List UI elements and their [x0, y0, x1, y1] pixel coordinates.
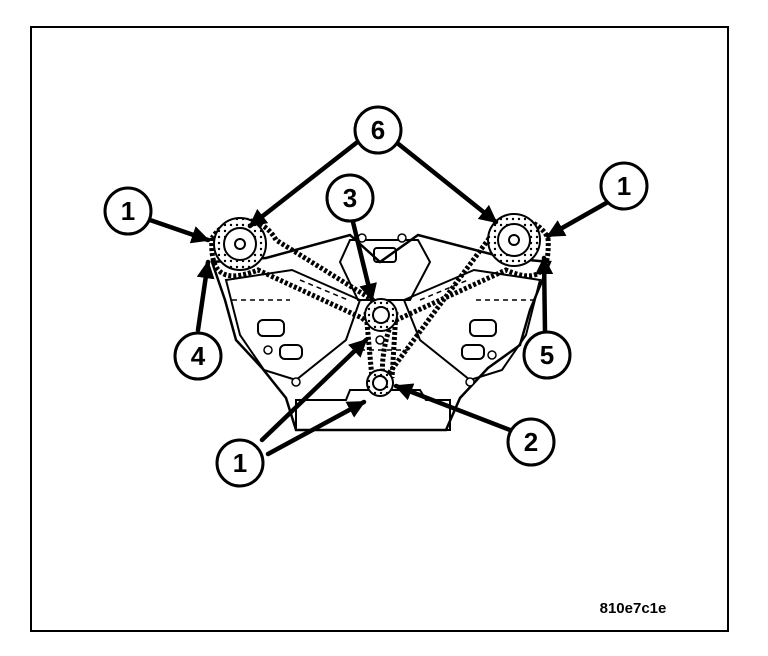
svg-text:4: 4 — [191, 341, 206, 371]
arrow-1-right — [545, 199, 611, 239]
svg-text:6: 6 — [371, 115, 385, 145]
svg-text:1: 1 — [121, 196, 135, 226]
figure-id: 810e7c1e — [600, 600, 667, 617]
arrow-1-left — [147, 217, 211, 244]
arrow-6-left — [247, 137, 363, 229]
callouts: 1 1 1 2 3 4 5 6 — [103, 105, 649, 488]
arrow-5 — [535, 255, 554, 335]
leader-arrows — [147, 137, 611, 457]
svg-text:1: 1 — [617, 171, 631, 201]
sprockets — [213, 213, 541, 397]
arrow-4 — [195, 259, 215, 333]
arrow-3 — [349, 215, 377, 303]
svg-text:2: 2 — [524, 427, 538, 457]
svg-text:3: 3 — [343, 183, 357, 213]
svg-text:5: 5 — [540, 340, 554, 370]
callout-1-top-left: 1 — [103, 186, 153, 236]
arrow-2 — [393, 383, 513, 433]
callout-5: 5 — [522, 330, 572, 380]
left-camshaft-sprocket — [213, 217, 267, 271]
arrow-1-bottom-a — [259, 337, 369, 443]
svg-text:1: 1 — [233, 448, 247, 478]
right-camshaft-sprocket — [487, 213, 541, 267]
callout-4: 4 — [173, 331, 223, 381]
arrow-1-bottom-b — [265, 399, 367, 457]
crankshaft-sprocket — [366, 369, 394, 397]
callout-3: 3 — [325, 173, 375, 223]
callout-1-bottom: 1 — [215, 438, 265, 488]
idler-sprocket — [364, 298, 398, 332]
callout-1-top-right: 1 — [599, 161, 649, 211]
engine-block — [210, 233, 552, 432]
left-timing-chain — [209, 217, 395, 328]
bolt-holes — [263, 233, 497, 387]
callout-2: 2 — [506, 417, 556, 467]
callout-6: 6 — [353, 105, 403, 155]
arrow-6-right — [393, 139, 499, 225]
